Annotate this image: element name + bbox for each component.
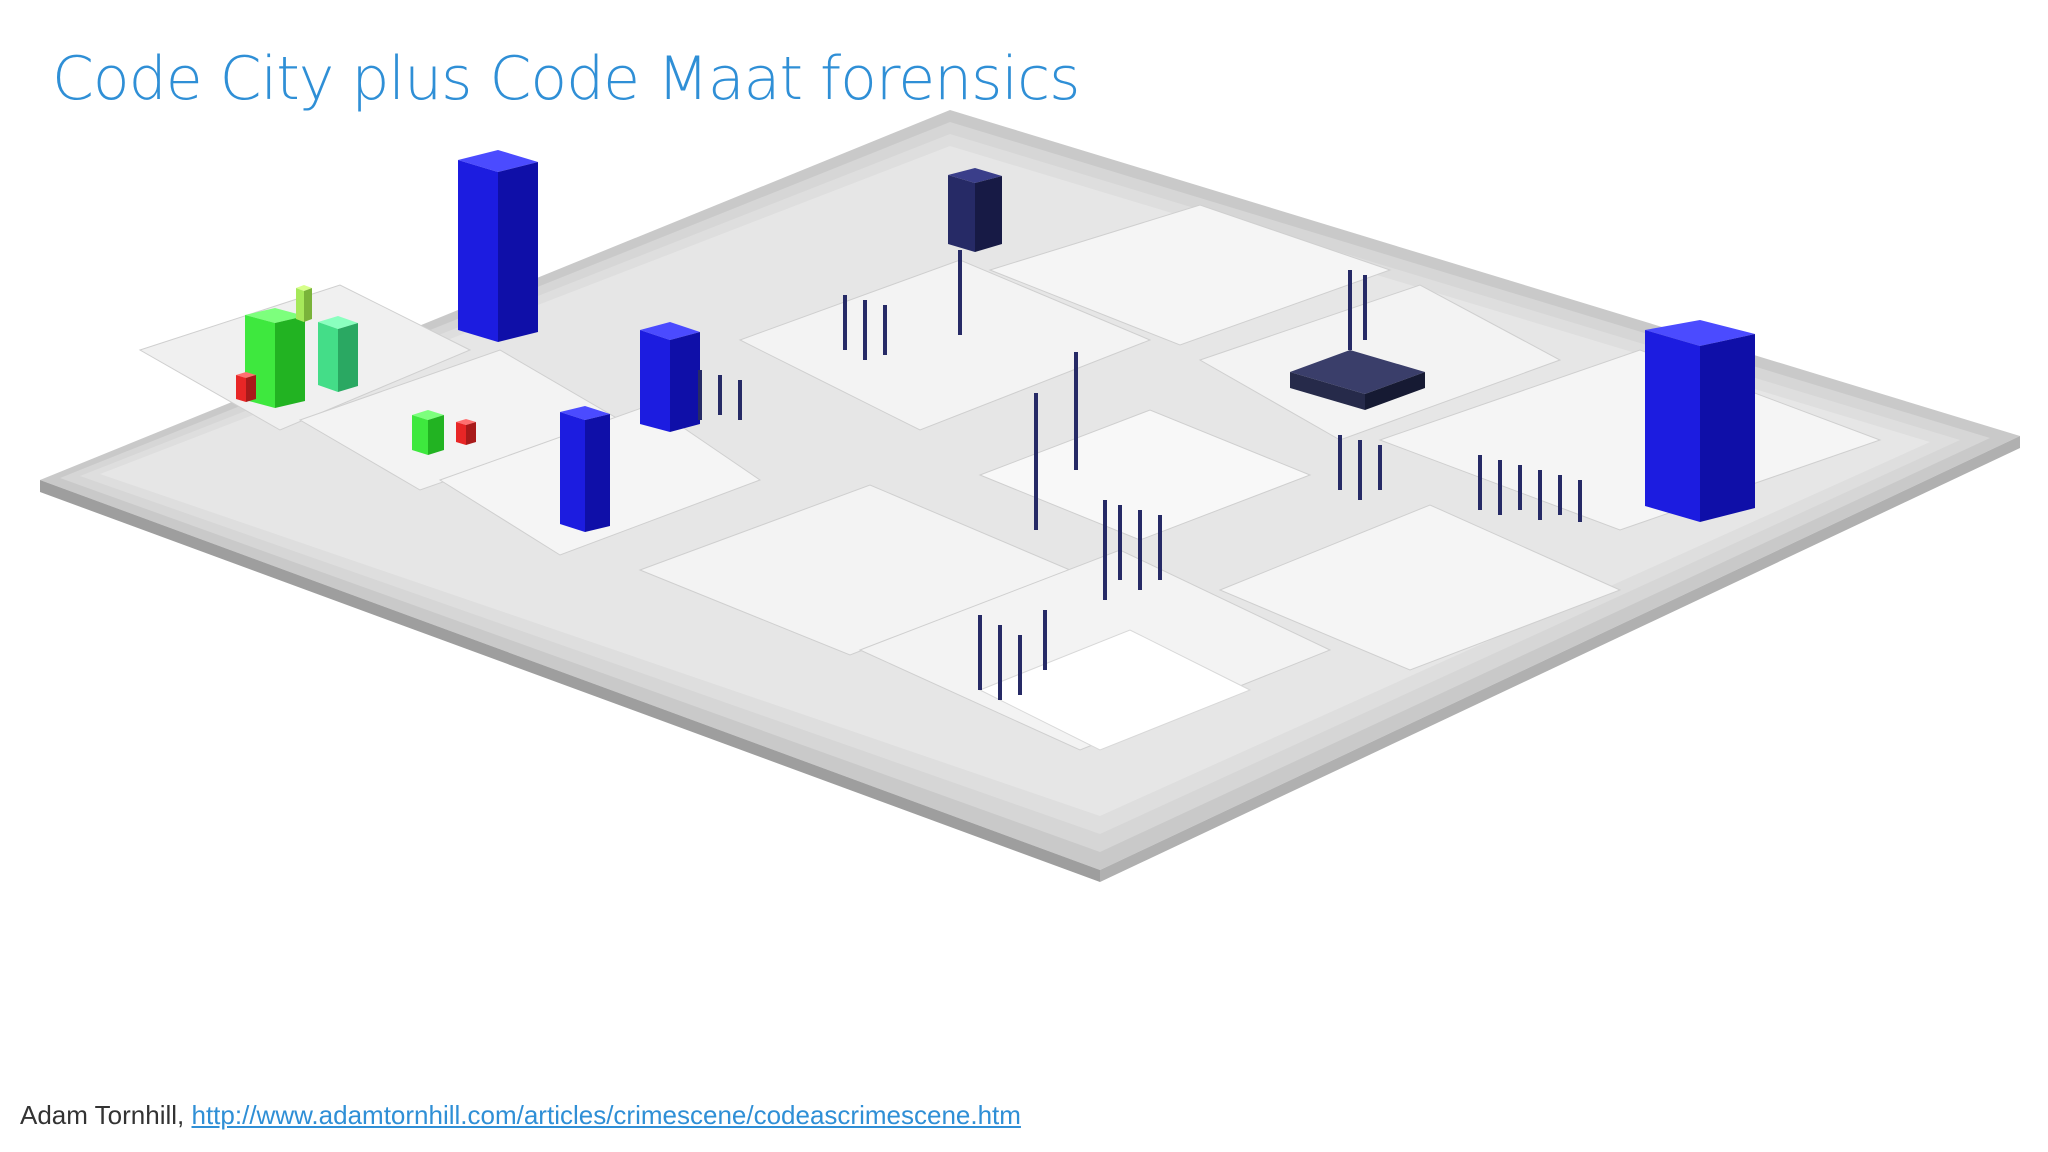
building-flat-dark-block [1290,350,1425,410]
districts [138,204,1882,751]
building-tower-center [640,322,700,432]
attribution-link[interactable]: http://www.adamtornhill.com/articles/cri… [191,1100,1021,1130]
building-hotspot-red-2 [456,419,476,445]
building-hotspot-mint [318,316,358,392]
building-tower-top-navy [948,168,1002,252]
district-top-right [988,204,1392,346]
building-tower-right [1645,320,1755,522]
city-base-front-edge-left [40,480,1100,882]
district-inner-square [978,629,1252,751]
building-tower-mid [560,406,610,532]
attribution-author: Adam Tornhill, [20,1100,192,1130]
building-hotspot-red-1 [236,372,256,402]
code-city-visualization [0,110,2048,1152]
district-center-field [978,409,1312,541]
building-hotspot-green-small [412,410,444,455]
building-hotspot-lime [296,285,312,322]
building-spikes [698,250,1582,700]
buildings [236,150,1755,700]
district-bottom-right [1218,504,1622,671]
code-city-3d-render [40,110,2020,882]
attribution: Adam Tornhill, http://www.adamtornhill.c… [20,1100,1021,1131]
city-base-front-edge-right [1100,436,2020,882]
district-center-top [738,259,1152,431]
slide-title: Code City plus Code Maat forensics [52,44,1080,114]
building-tower-left [458,150,538,342]
